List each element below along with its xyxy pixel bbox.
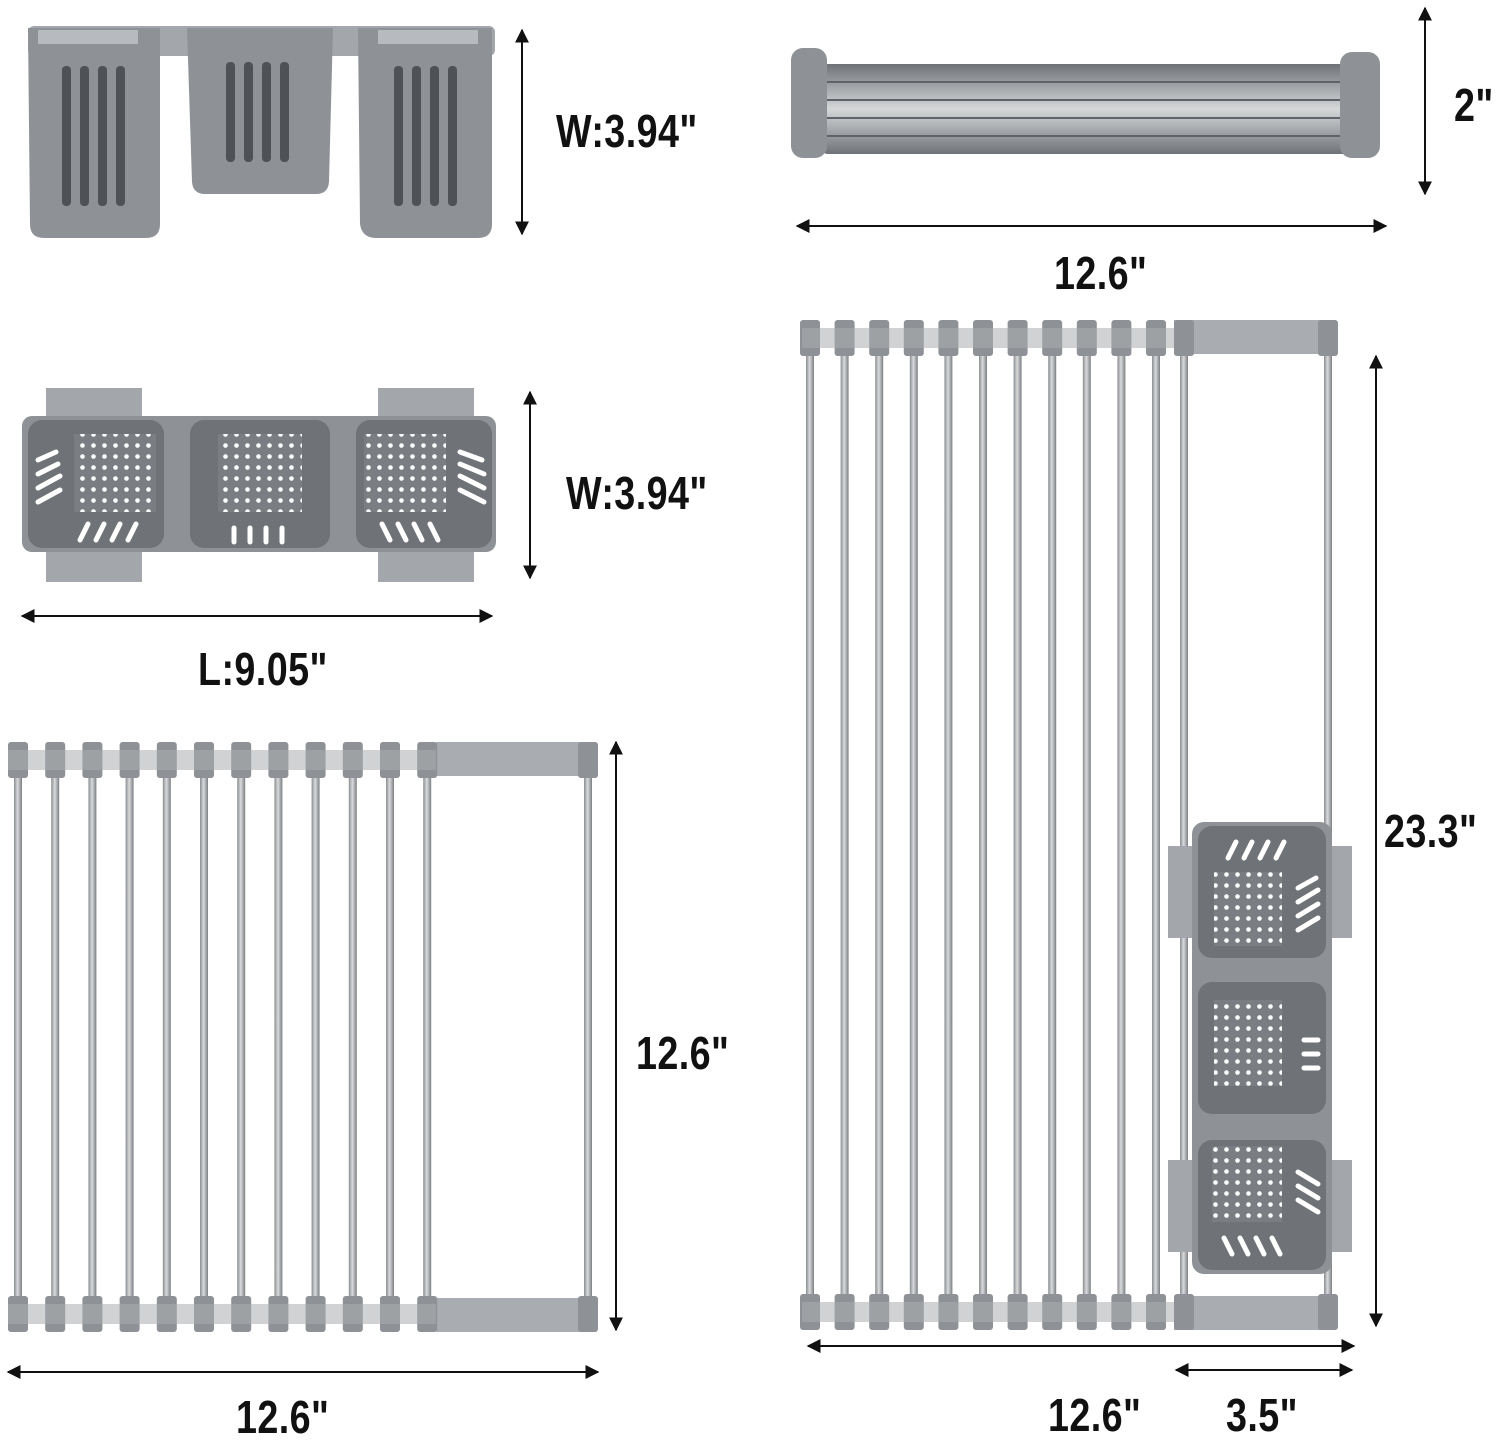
basket-top-length-label: L:9.05"	[198, 643, 328, 695]
rack-rod	[200, 762, 208, 1312]
rack-rod	[1180, 340, 1188, 1310]
rack-rod	[1013, 340, 1022, 1310]
basket-width-label: 3.5"	[1226, 1389, 1298, 1441]
rack-rod	[14, 762, 22, 1312]
rack-rod	[909, 340, 918, 1310]
rack-with-basket-height-label: 23.3"	[1384, 805, 1478, 857]
rack-rod	[311, 762, 320, 1312]
rack-rod	[423, 762, 432, 1312]
rack-rod	[274, 762, 283, 1312]
rack-rod	[125, 762, 134, 1312]
rack-rod	[88, 762, 97, 1312]
rack-rod	[875, 340, 884, 1310]
rack-rod	[162, 762, 171, 1312]
basket-top-width-label: W:3.94"	[566, 467, 708, 519]
rack-rod	[1082, 340, 1091, 1310]
rack-rod	[584, 762, 592, 1312]
rack-rod	[1117, 340, 1126, 1310]
rack-rod	[840, 340, 849, 1310]
rack-rod	[348, 762, 357, 1312]
rolled-rack-view	[791, 48, 1380, 158]
rack-rod	[1324, 340, 1332, 1310]
rack-rod	[386, 762, 394, 1312]
rack-unrolled-width-label: 12.6"	[236, 1391, 330, 1443]
rack-rod	[1048, 340, 1057, 1310]
rack-with-basket-view	[800, 320, 1338, 1330]
rack-rod	[806, 340, 814, 1310]
rack-unrolled-height-label: 12.6"	[636, 1027, 730, 1079]
rack-rod	[51, 762, 60, 1312]
rack-with-basket-width-label: 12.6"	[1048, 1389, 1142, 1441]
rack-rod	[979, 340, 987, 1310]
basket-front-width-label: W:3.94"	[556, 105, 698, 157]
rack-unrolled-view	[8, 742, 598, 1332]
rack-rod	[1152, 340, 1160, 1310]
rolled-height-label: 2"	[1454, 79, 1494, 131]
rolled-length-label: 12.6"	[1054, 247, 1148, 299]
hanging-basket	[1168, 822, 1352, 1274]
rack-rod	[237, 762, 246, 1312]
basket-front-view	[28, 26, 495, 238]
basket-top-view	[22, 388, 496, 582]
rack-rod	[944, 340, 953, 1310]
